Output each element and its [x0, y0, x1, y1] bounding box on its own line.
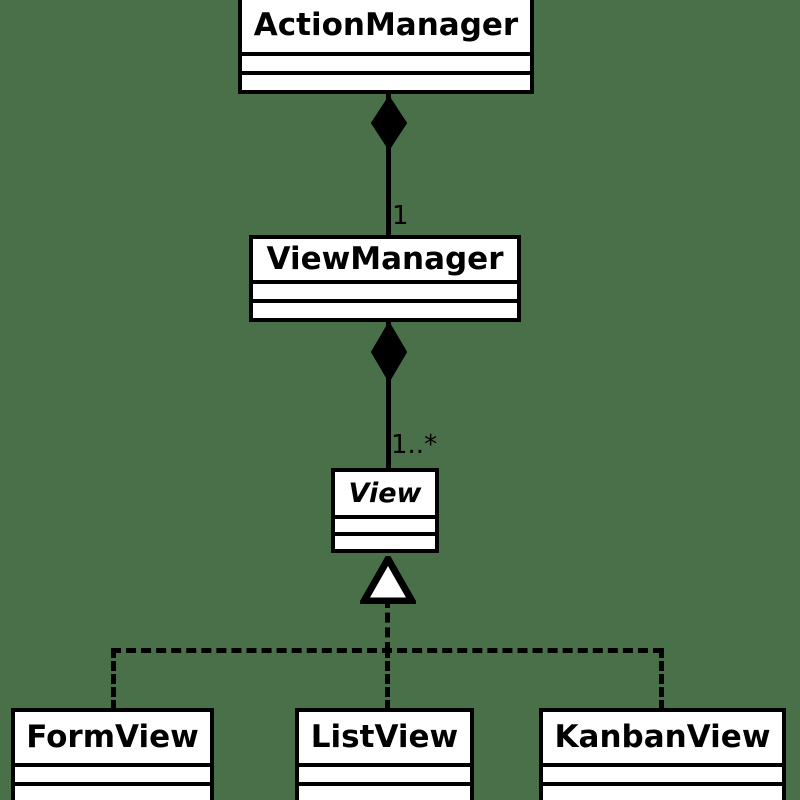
attributes-compartment-formview [15, 763, 210, 782]
attributes-compartment-viewmanager [253, 280, 517, 299]
operations-compartment-view [335, 532, 435, 549]
attributes-compartment-actionmanager [242, 52, 530, 71]
name-compartment-viewmanager: ViewManager [253, 239, 517, 280]
class-name-view: View [348, 478, 422, 509]
class-name-actionmanager: ActionManager [253, 6, 519, 43]
operations-compartment-viewmanager [253, 299, 517, 318]
class-box-view[interactable]: View [331, 468, 439, 553]
class-box-listview[interactable]: ListView [295, 708, 474, 800]
operations-compartment-actionmanager [242, 71, 530, 90]
multiplicity-label-one-to-many: 1..* [391, 430, 438, 460]
attributes-compartment-listview [299, 763, 470, 782]
realization-drop-formview [111, 648, 116, 710]
name-compartment-actionmanager: ActionManager [242, 0, 530, 52]
name-compartment-view: View [335, 472, 435, 515]
operations-compartment-kanbanview [543, 782, 782, 800]
composition-line-actionmanager-viewmanager [386, 94, 391, 236]
class-name-viewmanager: ViewManager [266, 241, 504, 277]
attributes-compartment-view [335, 515, 435, 532]
class-box-formview[interactable]: FormView [11, 708, 214, 800]
name-compartment-kanbanview: KanbanView [543, 712, 782, 763]
name-compartment-formview: FormView [15, 712, 210, 763]
operations-compartment-listview [299, 782, 470, 800]
multiplicity-label-one: 1 [392, 201, 409, 231]
class-name-listview: ListView [310, 719, 459, 755]
class-box-kanbanview[interactable]: KanbanView [539, 708, 786, 800]
realization-stem-to-rail [385, 598, 390, 652]
realization-drop-kanbanview [659, 648, 664, 710]
name-compartment-listview: ListView [299, 712, 470, 763]
composition-line-viewmanager-view [386, 320, 391, 470]
class-name-kanbanview: KanbanView [554, 719, 771, 755]
attributes-compartment-kanbanview [543, 763, 782, 782]
composition-diamond-filled-actionmanager [370, 95, 408, 151]
class-box-viewmanager[interactable]: ViewManager [249, 235, 521, 322]
realization-drop-listview [385, 648, 390, 710]
composition-diamond-filled-viewmanager [370, 321, 408, 383]
generalization-arrow-hollow-triangle [360, 556, 416, 604]
class-name-formview: FormView [26, 719, 199, 755]
class-box-actionmanager[interactable]: ActionManager [238, 0, 534, 94]
operations-compartment-formview [15, 782, 210, 800]
